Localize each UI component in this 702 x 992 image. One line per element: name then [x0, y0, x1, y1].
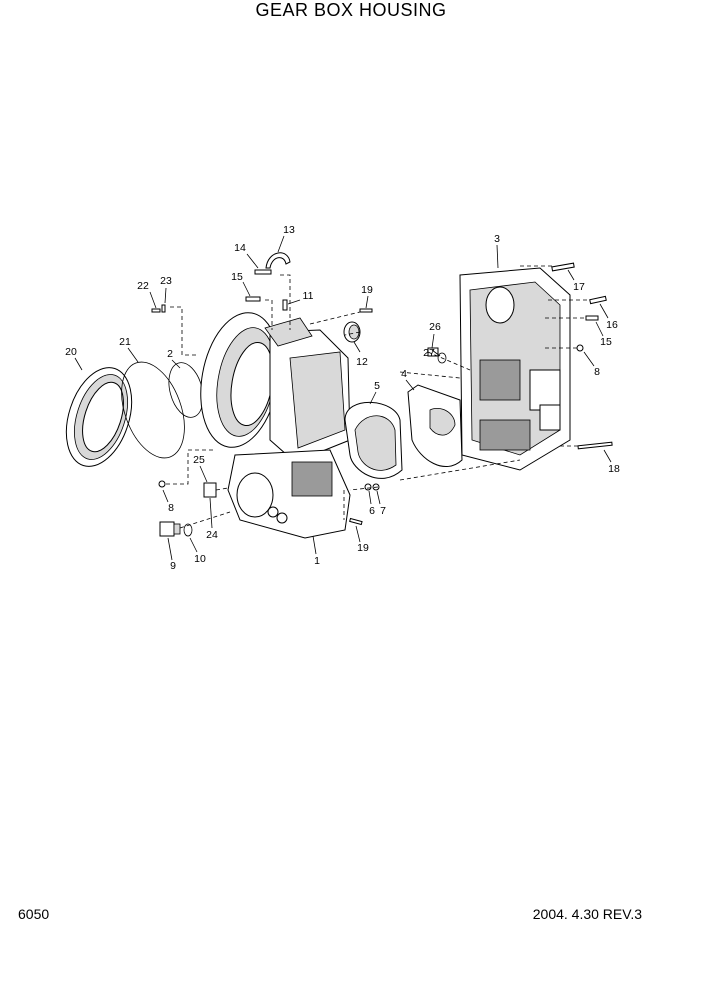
part-15-bolt-right — [585, 315, 599, 321]
part-22-screw — [151, 308, 161, 313]
callout-22: 22 — [137, 280, 149, 292]
callout-4: 4 — [401, 368, 407, 380]
part-25-nameplate — [203, 482, 217, 498]
callout-16: 16 — [606, 319, 618, 331]
part-27-o-ring — [437, 352, 447, 364]
revision-date: 2004. 4.30 REV.3 — [532, 906, 642, 922]
part-9-drain-plug — [159, 521, 181, 537]
callout-24: 24 — [206, 529, 218, 541]
callout-15-right: 15 — [600, 336, 612, 348]
callout-11: 11 — [303, 290, 314, 302]
part-19-pin-top — [359, 308, 373, 313]
part-11-plug — [282, 299, 288, 311]
callout-7: 7 — [380, 505, 386, 517]
page-number: 6050 — [18, 906, 50, 922]
callout-21: 21 — [119, 336, 131, 348]
callout-15: 15 — [231, 271, 243, 283]
part-14-bolt — [254, 269, 272, 275]
callout-25: 25 — [193, 454, 205, 466]
callout-8-right: 8 — [594, 366, 600, 378]
callout-10: 10 — [194, 553, 206, 565]
callout-8-left: 8 — [168, 502, 174, 514]
callout-5: 5 — [374, 380, 380, 392]
part-19-pin-bottom — [349, 517, 363, 526]
callout-19-top: 19 — [361, 284, 373, 296]
leader-lines — [74, 235, 612, 561]
part-1-front-housing — [200, 312, 351, 539]
part-3-rear-housing — [459, 267, 571, 471]
part-18-bolt — [577, 441, 613, 450]
callout-19-bottom: 19 — [357, 542, 369, 554]
callout-1: 1 — [314, 555, 320, 567]
part-16-bolt — [589, 295, 607, 305]
assembly-lines — [166, 265, 590, 529]
part-13-bracket — [265, 252, 291, 269]
callout-12: 12 — [356, 356, 368, 368]
part-12-seal-cap — [343, 321, 361, 343]
part-15-bolt — [245, 296, 261, 302]
part-8-plug-right — [576, 344, 584, 352]
callout-13: 13 — [283, 224, 295, 236]
part-23-washer — [161, 304, 166, 313]
part-17-bolt — [551, 262, 575, 272]
callout-14: 14 — [234, 242, 246, 254]
callout-20: 20 — [65, 346, 77, 358]
callout-23: 23 — [160, 275, 172, 287]
part-21-o-ring — [121, 361, 185, 459]
callout-27: 27 — [423, 347, 435, 359]
part-10-o-ring — [183, 523, 193, 537]
callout-17: 17 — [573, 281, 585, 293]
part-8-plug-left — [158, 480, 166, 488]
callout-9: 9 — [170, 560, 176, 572]
page-title: GEAR BOX HOUSING — [255, 0, 447, 20]
part-6-washer — [364, 483, 372, 491]
callout-26: 26 — [429, 321, 441, 333]
callout-6: 6 — [369, 505, 375, 517]
callout-18: 18 — [608, 463, 620, 475]
part-20-seal — [65, 367, 133, 467]
callout-2: 2 — [167, 348, 173, 360]
callout-3: 3 — [494, 233, 500, 245]
